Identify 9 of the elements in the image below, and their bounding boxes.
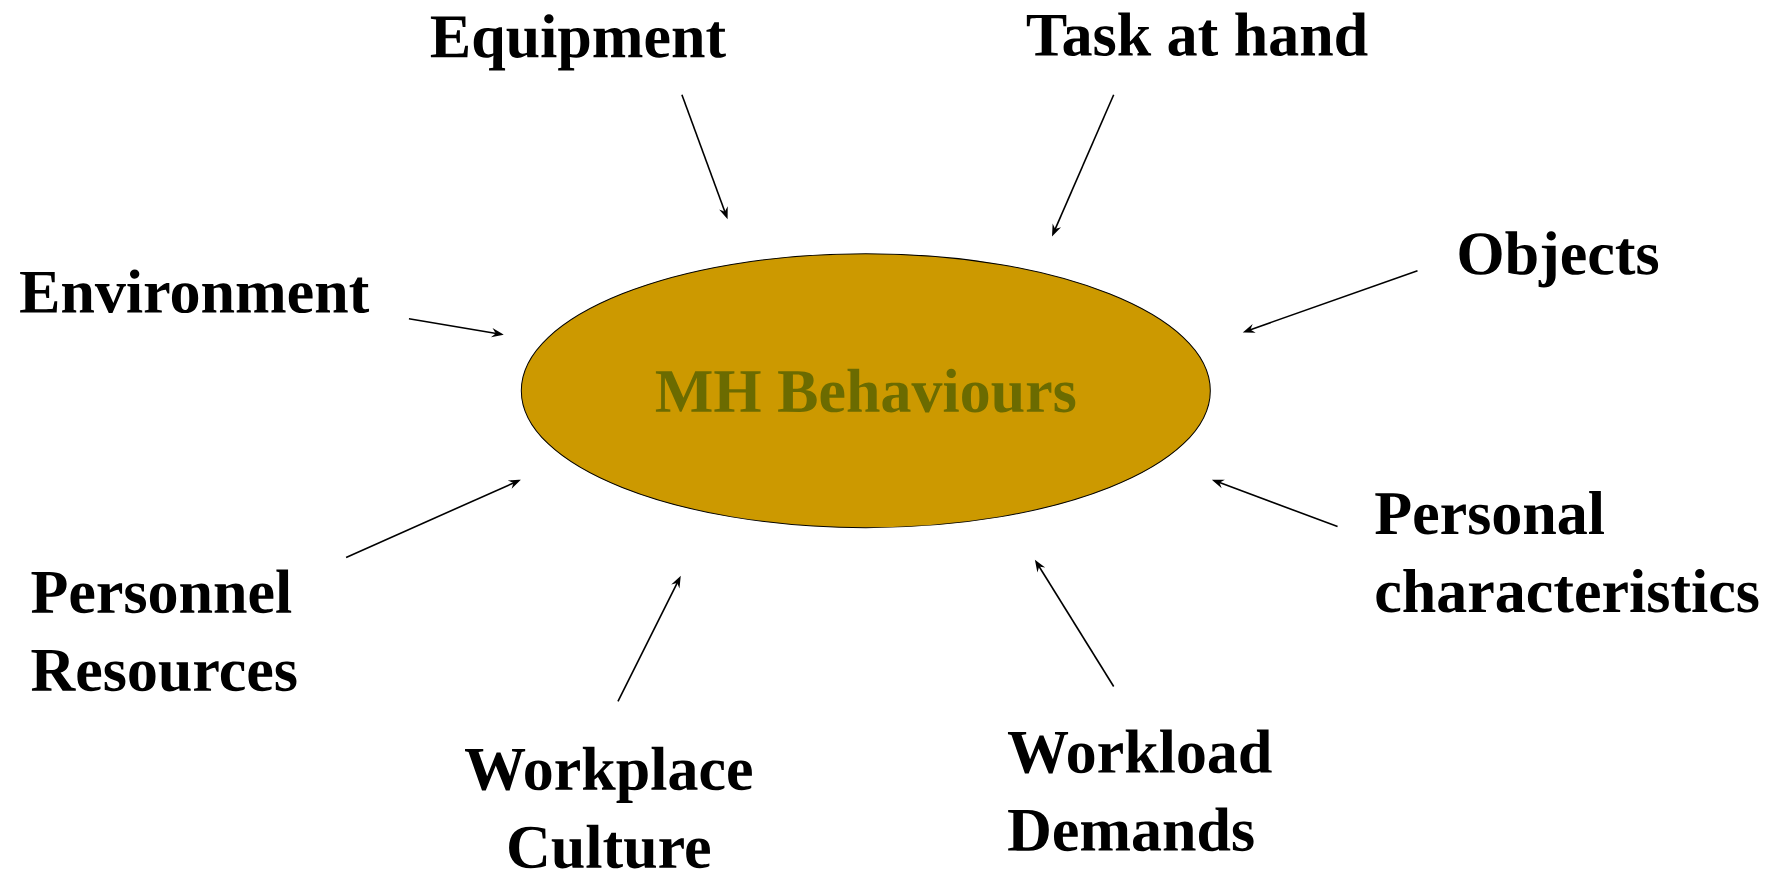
factor-label: Environment <box>20 269 370 314</box>
factor-label: Workload Demands <box>1007 729 1272 852</box>
factor-label: Personal characteristics <box>1375 491 1759 613</box>
ellipse-node: MH Behaviours <box>520 253 1211 529</box>
factor-label: Workplace Culture <box>465 746 752 869</box>
factor-label: Task at hand <box>1026 12 1368 57</box>
factor-label: Equipment <box>430 14 726 71</box>
factor-label: Objects <box>1459 231 1659 288</box>
factor-label: Personnel Resources <box>31 569 297 692</box>
